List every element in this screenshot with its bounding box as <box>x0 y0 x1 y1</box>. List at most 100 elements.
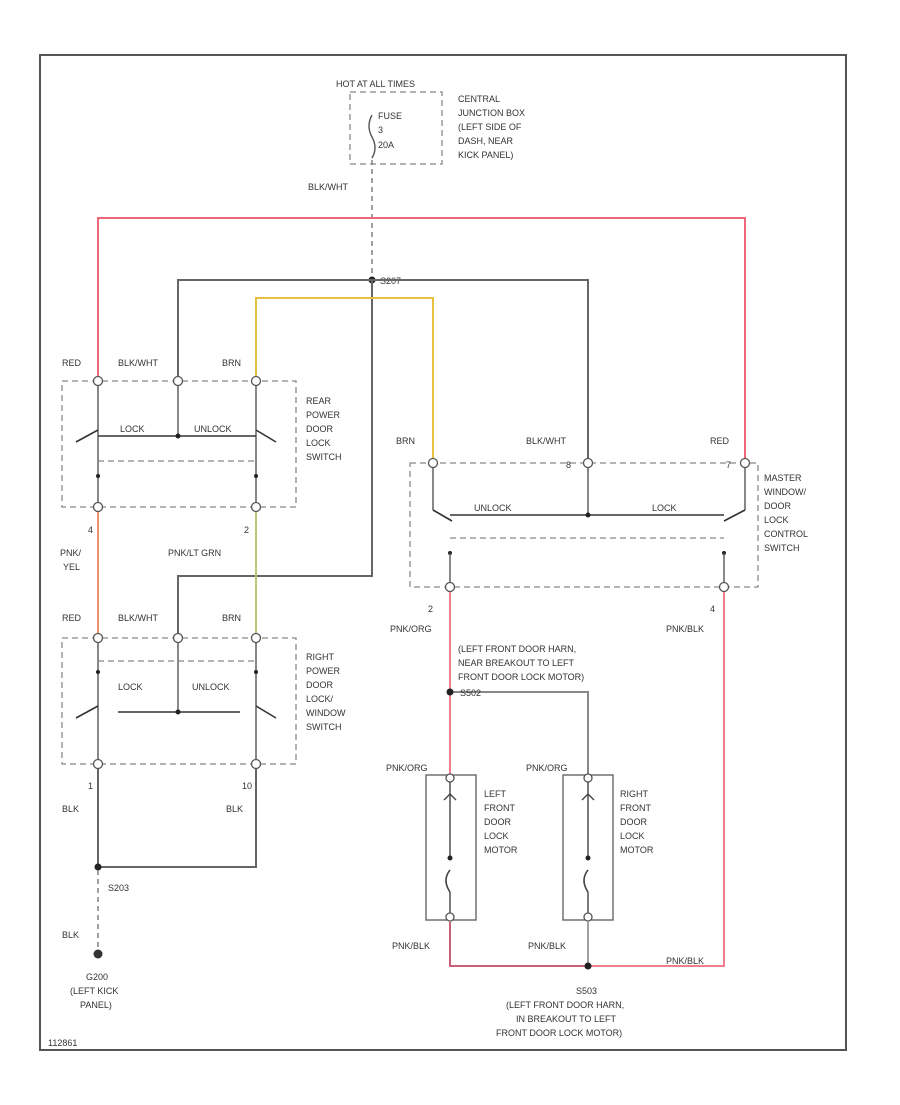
splice-s203-label: S203 <box>108 883 129 893</box>
svg-text:(LEFT FRONT DOOR HARN,: (LEFT FRONT DOOR HARN, <box>506 1000 624 1010</box>
svg-text:LOCK: LOCK <box>484 831 509 841</box>
rear-switch-terminal-brn <box>250 375 262 387</box>
master-switch-terminal-pin2 <box>444 581 456 593</box>
wire-pnk-org-to-right-motor <box>450 691 589 775</box>
right-switch-lock-label: LOCK <box>118 682 143 692</box>
svg-text:FRONT: FRONT <box>484 803 515 813</box>
left-motor-winding <box>445 869 451 893</box>
splice-s502-label: S502 <box>460 688 481 698</box>
master-switch-pin-top-mid: 8 <box>566 460 571 470</box>
rear-switch-fixed-contact-right <box>254 474 258 478</box>
wire-label-brn-master: BRN <box>396 436 415 446</box>
rear-switch-outline <box>61 380 297 508</box>
svg-text:LOCK/: LOCK/ <box>306 694 334 704</box>
svg-text:RIGHT: RIGHT <box>620 789 649 799</box>
svg-text:DOOR: DOOR <box>764 501 792 511</box>
splice-s503 <box>584 962 592 970</box>
master-switch-pin-bot-right: 4 <box>710 604 715 614</box>
wire-label-pnk-org-right-motor: PNK/ORG <box>526 763 568 773</box>
right-switch-outline <box>61 637 297 765</box>
right-switch-fixed-contact-left-top <box>96 670 100 674</box>
master-switch-pin-top-right: 7 <box>726 460 731 470</box>
svg-text:DOOR: DOOR <box>484 817 512 827</box>
right-switch-name: RIGHT POWER DOOR LOCK/ WINDOW SWITCH <box>306 652 346 732</box>
svg-text:DASH, NEAR: DASH, NEAR <box>458 136 514 146</box>
rear-switch-pivot-mid <box>175 433 181 439</box>
right-switch-unlock-label: UNLOCK <box>192 682 230 692</box>
ground-g200-location-2: PANEL) <box>80 1000 112 1010</box>
svg-text:IN BREAKOUT TO LEFT: IN BREAKOUT TO LEFT <box>516 1014 617 1024</box>
svg-text:FRONT DOOR LOCK MOTOR): FRONT DOOR LOCK MOTOR) <box>458 672 584 682</box>
wire-blk-wht-to-master-switch <box>372 279 589 462</box>
svg-text:(LEFT FRONT DOOR HARN,: (LEFT FRONT DOOR HARN, <box>458 644 576 654</box>
harness-note-bottom: (LEFT FRONT DOOR HARN, IN BREAKOUT TO LE… <box>496 1000 624 1038</box>
wire-label-blk-wht-rear: BLK/WHT <box>118 358 159 368</box>
wire-label-brn-right: BRN <box>222 613 241 623</box>
rear-switch-terminal-pin4 <box>92 501 104 513</box>
svg-text:JUNCTION BOX: JUNCTION BOX <box>458 108 525 118</box>
svg-text:LEFT: LEFT <box>484 789 507 799</box>
wire-label-pnk-lt-grn: PNK/LT GRN <box>168 548 221 558</box>
wire-red-top <box>97 217 746 462</box>
rear-switch-unlock-label: UNLOCK <box>194 424 232 434</box>
right-switch-terminal-pin10 <box>250 758 262 770</box>
rear-switch-contact-left <box>75 429 99 443</box>
rear-switch-contact-right <box>255 429 277 443</box>
diagram-frame <box>39 54 847 1051</box>
wire-label-pnk-org-left-motor: PNK/ORG <box>386 763 428 773</box>
svg-text:SWITCH: SWITCH <box>764 543 800 553</box>
master-switch-lock-label: LOCK <box>652 503 677 513</box>
wire-blk-wht-to-right-switch <box>177 280 373 638</box>
master-switch-pin-bot-left: 2 <box>428 604 433 614</box>
right-switch-terminal-brn <box>250 632 262 644</box>
svg-text:SWITCH: SWITCH <box>306 722 342 732</box>
right-motor-contact-top <box>581 793 595 801</box>
splice-s502 <box>446 688 454 696</box>
wire-label-blk-left: BLK <box>62 804 79 814</box>
wire-label-pnk-blk-master: PNK/BLK <box>666 624 704 634</box>
rear-switch-terminal-red <box>92 375 104 387</box>
wire-pnk-blk-master <box>588 592 725 967</box>
svg-text:POWER: POWER <box>306 410 341 420</box>
svg-text:WINDOW/: WINDOW/ <box>764 487 806 497</box>
splice-s503-label: S503 <box>576 986 597 996</box>
svg-text:MOTOR: MOTOR <box>620 845 654 855</box>
svg-text:KICK PANEL): KICK PANEL) <box>458 150 513 160</box>
wire-label-blk-right: BLK <box>226 804 243 814</box>
rear-switch-pin-left: 4 <box>88 525 93 535</box>
wire-label-blk-ground: BLK <box>62 930 79 940</box>
wire-label-red-master: RED <box>710 436 730 446</box>
central-junction-box-label: CENTRAL JUNCTION BOX (LEFT SIDE OF DASH,… <box>458 94 525 160</box>
ground-g200-label: G200 <box>86 972 108 982</box>
wire-label-red-rear: RED <box>62 358 82 368</box>
svg-text:RIGHT: RIGHT <box>306 652 335 662</box>
wire-label-brn-rear: BRN <box>222 358 241 368</box>
right-switch-terminal-blk-wht <box>172 632 184 644</box>
svg-text:FRONT: FRONT <box>620 803 651 813</box>
wire-brn <box>255 297 434 462</box>
hot-at-all-times-label: HOT AT ALL TIMES <box>336 79 415 89</box>
right-motor-node <box>585 855 591 861</box>
fuse-label: FUSE <box>378 111 402 121</box>
wire-label-pnk-org-master: PNK/ORG <box>390 624 432 634</box>
svg-text:WINDOW: WINDOW <box>306 708 346 718</box>
ground-g200 <box>93 949 103 959</box>
wire-label-blk-wht-main: BLK/WHT <box>308 182 349 192</box>
master-switch-pivot-mid <box>585 512 591 518</box>
rear-switch-name: REAR POWER DOOR LOCK SWITCH <box>306 396 342 462</box>
wire-label-pnk-blk-right-motor: PNK/BLK <box>528 941 566 951</box>
right-switch-pin-right: 10 <box>242 781 252 791</box>
rear-switch-fixed-contact-left <box>96 474 100 478</box>
right-motor-terminal-bottom <box>583 912 593 922</box>
wire-label-blk-wht-right: BLK/WHT <box>118 613 159 623</box>
fuse-rating: 20A <box>378 140 394 150</box>
wire-blk-wht-to-rear-switch <box>177 279 372 380</box>
svg-text:LOCK: LOCK <box>764 515 789 525</box>
rear-switch-terminal-pin2 <box>250 501 262 513</box>
master-switch-contact-left <box>432 509 453 522</box>
rear-switch-lock-label: LOCK <box>120 424 145 434</box>
right-switch-pin-left: 1 <box>88 781 93 791</box>
master-switch-terminal-brn <box>427 457 439 469</box>
ground-g200-location-1: (LEFT KICK <box>70 986 118 996</box>
